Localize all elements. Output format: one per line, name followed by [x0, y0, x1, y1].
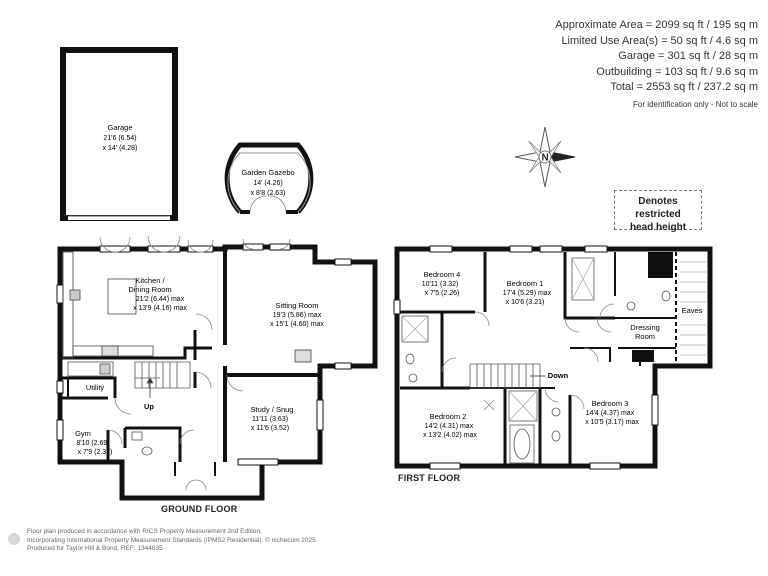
first-fittings [401, 257, 671, 464]
kitchen-label: Kitchen / [135, 276, 165, 285]
utility-label: Utility [86, 383, 105, 392]
ground-floor-plan [57, 244, 378, 501]
bedroom4-label: Bedroom 4 [424, 270, 461, 279]
gym-dim1: 8'10 (2.69) [76, 440, 109, 447]
first-floor-label: FIRST FLOOR [398, 473, 461, 483]
restricted-height-key: Denotes restricted head height [614, 190, 702, 233]
ground-doors [107, 313, 244, 491]
garage-dim1: 21'6 (6.54) [103, 135, 136, 142]
kitchen-label2: Dining Room [128, 285, 171, 294]
bedroom1-dim1: 17'4 (5.29) max [503, 290, 552, 297]
compass-rose: N [514, 126, 576, 188]
kitchen-fittings [62, 251, 312, 363]
restricted-line2: head height [629, 222, 687, 233]
dressing-room-label2: Room [635, 332, 655, 341]
study-dim2: x 11'6 (3.52) [251, 425, 289, 432]
first-windows [393, 245, 659, 470]
first-restricted-blocks [632, 252, 673, 362]
sitting-room-dim1: 19'3 (5.86) max [273, 312, 322, 319]
gazebo-dim2: x 8'8 (2.63) [251, 190, 286, 197]
approx-area: Approximate Area = 2099 sq ft / 195 sq m [555, 19, 758, 31]
dressing-room-label: Dressing [630, 323, 660, 332]
limited-use-area: Limited Use Area(s) = 50 sq ft / 4.6 sq … [561, 34, 758, 47]
outbuilding-area: Outbuilding = 103 sq ft / 9.6 sq m [596, 65, 758, 78]
gazebo-dim1: 14' (4.26) [253, 180, 282, 187]
eaves-hatching [680, 261, 706, 356]
bedroom1-dim2: x 10'6 (3.21) [506, 299, 545, 306]
gym-label: Gym [75, 429, 91, 438]
footer-line3: Produced for Taylor Hill & Bond. REF: 13… [27, 545, 163, 552]
footer-line1: Floor plan produced in accordance with R… [27, 528, 262, 535]
garage-dim2: x 14' (4.28) [103, 145, 138, 152]
bedroom3-label: Bedroom 3 [592, 399, 629, 408]
gazebo-label: Garden Gazebo [241, 168, 294, 177]
garden-gazebo [224, 142, 314, 214]
sitting-room-label: Sitting Room [276, 301, 319, 310]
restricted-line1: Denotes restricted [635, 196, 681, 220]
stairs-up-label: Up [144, 402, 154, 411]
bedroom2-dim2: x 13'2 (4.02) max [423, 432, 477, 439]
wc-fittings [131, 431, 153, 456]
study-label: Study / Snug [251, 405, 294, 414]
sitting-room-dim2: x 15'1 (4.60) max [270, 321, 324, 328]
garage-area: Garage = 301 sq ft / 28 sq m [618, 50, 758, 62]
gym-dim2: x 7'9 (2.37) [78, 449, 113, 456]
garage-label: Garage [107, 123, 132, 132]
study-dim1: 11'11 (3.63) [252, 416, 288, 423]
footer-credits: Floor plan produced in accordance with R… [27, 528, 318, 554]
kitchen-dim2: x 13'9 (4.16) max [133, 305, 187, 312]
stairs-down-label: Down [548, 371, 569, 380]
garage [60, 47, 178, 221]
bedroom4-dim1: 10'11 (3.32) [422, 281, 459, 288]
ground-floor-label: GROUND FLOOR [161, 504, 238, 514]
bedroom3-dim1: 14'4 (4.37) max [586, 410, 635, 417]
total-area: Total = 2553 sq ft / 237.2 sq m [610, 81, 758, 93]
bedroom4-dim2: x 7'5 (2.26) [425, 290, 460, 297]
ground-stairs [67, 361, 191, 398]
area-summary: Approximate Area = 2099 sq ft / 195 sq m… [555, 18, 758, 112]
first-floor-plan [394, 246, 713, 469]
ground-french-doors [99, 235, 291, 253]
first-stairs [469, 363, 545, 389]
bedroom2-label: Bedroom 2 [430, 412, 467, 421]
eaves-label: Eaves [682, 306, 703, 315]
scale-note: For identification only - Not to scale [633, 99, 758, 109]
bedroom3-dim2: x 10'5 (3.17) max [585, 419, 639, 426]
compass-north-label: N [542, 153, 549, 164]
kitchen-dim1: 21'2 (6.44) max [136, 296, 185, 303]
bedroom2-dim1: 14'2 (4.31) max [425, 423, 474, 430]
nichecom-logo-icon [8, 533, 20, 545]
bedroom1-label: Bedroom 1 [507, 279, 544, 288]
footer-line2: Incorporating International Property Mea… [27, 536, 318, 544]
first-doors [441, 303, 615, 411]
